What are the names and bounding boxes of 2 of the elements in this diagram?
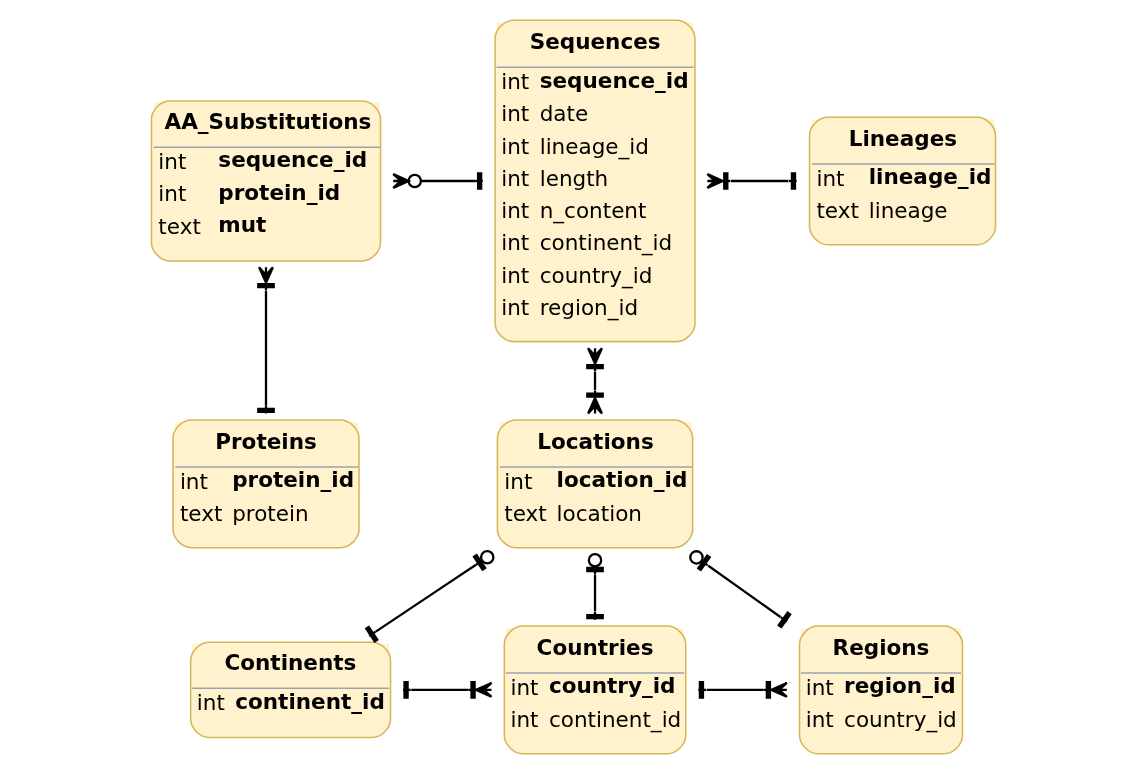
connector <box>689 550 792 629</box>
connector <box>364 549 495 644</box>
